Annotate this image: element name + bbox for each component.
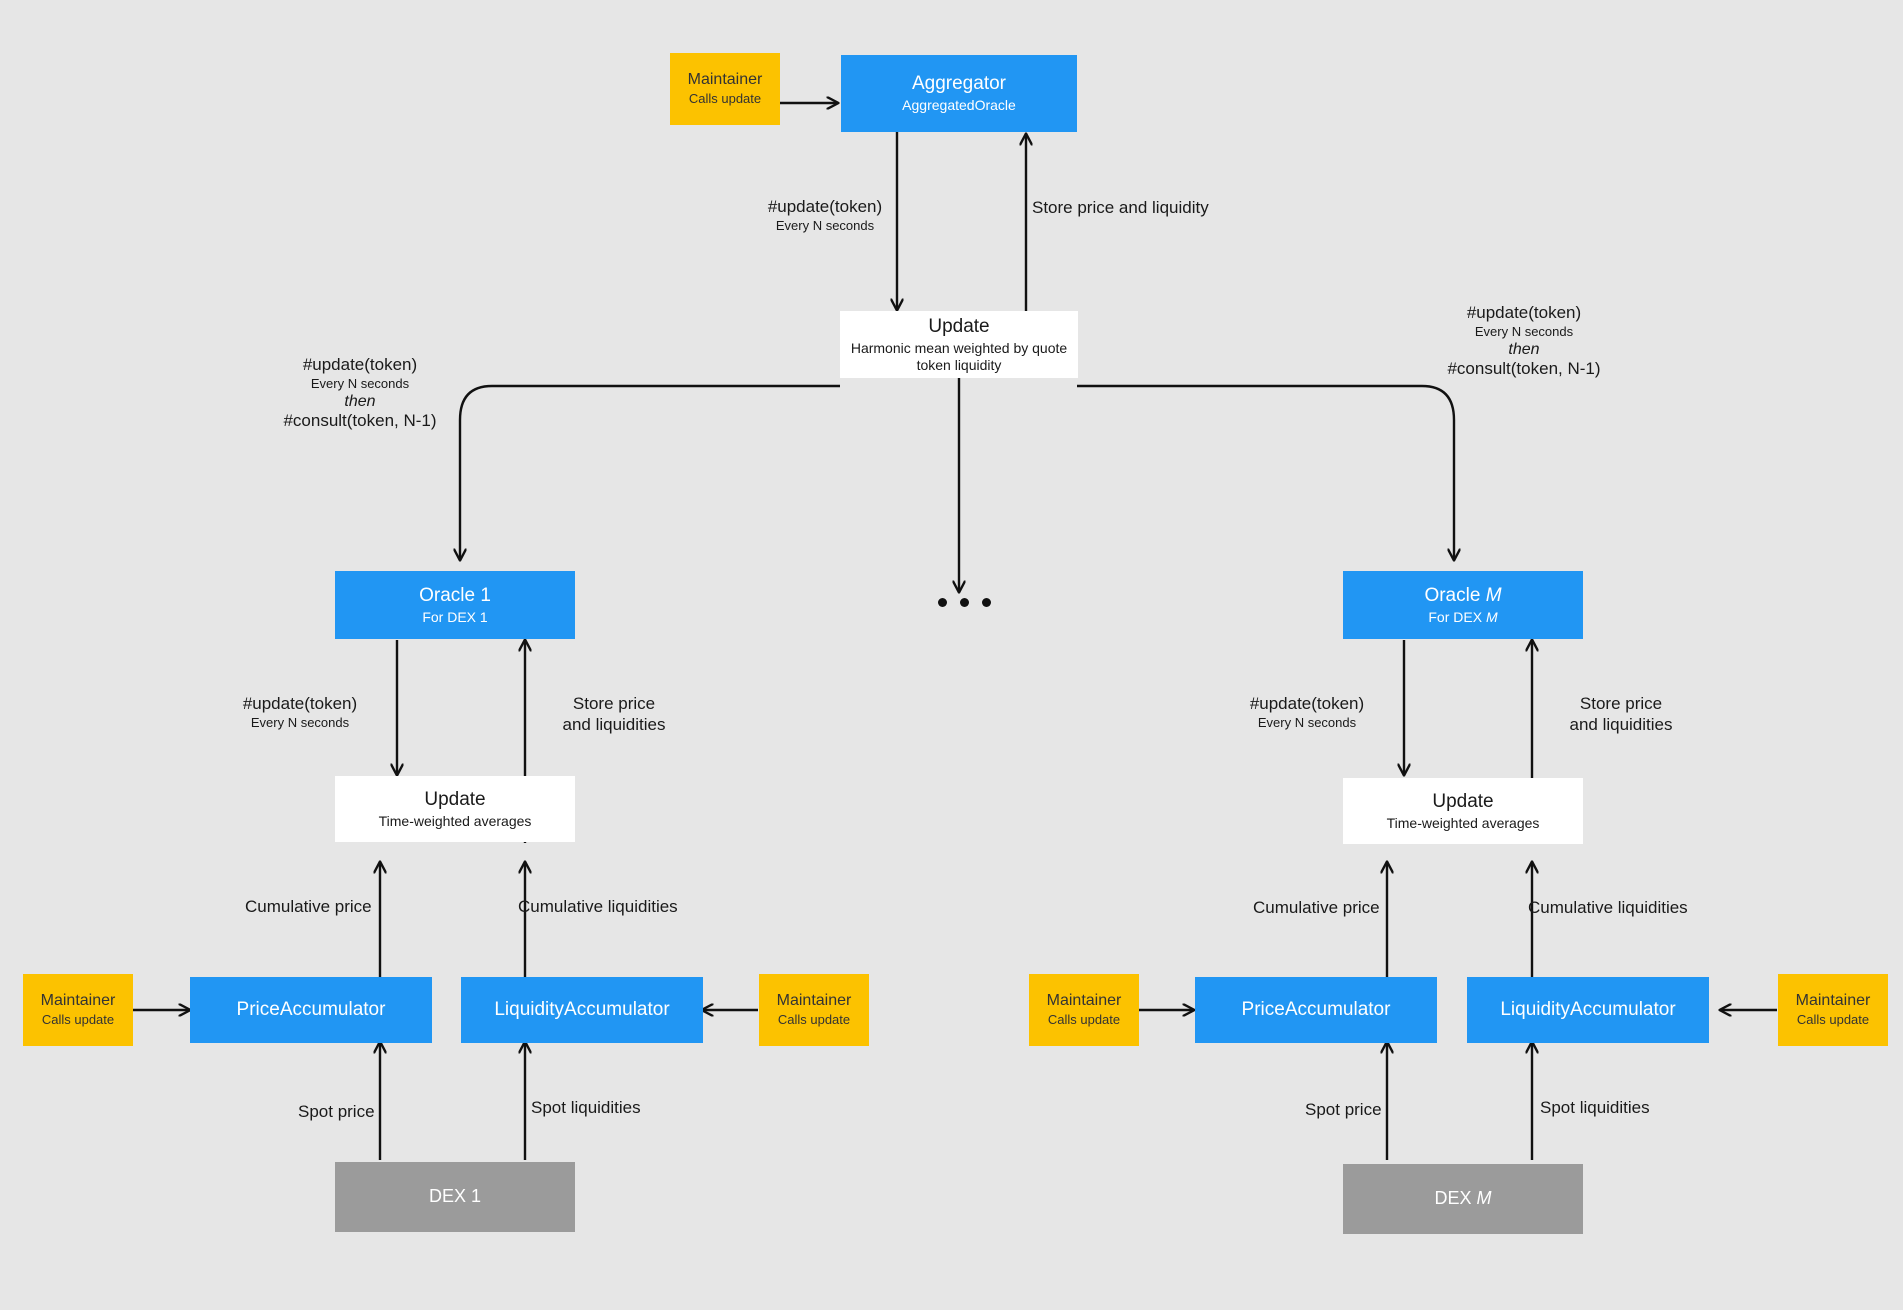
oracle-m-subtitle: For DEX M <box>1428 608 1498 625</box>
update-center-box[interactable]: Update Harmonic mean weighted by quote t… <box>840 311 1078 378</box>
maintainer-top-title: Maintainer <box>687 71 763 89</box>
label-cumulative-price-right: Cumulative price <box>1253 898 1380 917</box>
oracle-m-box[interactable]: Oracle M For DEX M <box>1343 571 1583 639</box>
update-left-title: Update <box>424 788 486 810</box>
liquidity-accumulator-right-box[interactable]: LiquidityAccumulator <box>1467 977 1709 1043</box>
maintainer-left-price-box[interactable]: Maintainer Calls update <box>23 974 133 1046</box>
label-cumulative-price-left: Cumulative price <box>245 897 372 916</box>
oracle-1-box[interactable]: Oracle 1 For DEX 1 <box>335 571 575 639</box>
oracle-m-title: Oracle M <box>1424 584 1502 606</box>
dot-icon <box>938 598 947 607</box>
update-center-subtitle: Harmonic mean weighted by quote token li… <box>850 340 1068 373</box>
dex-1-box[interactable]: DEX 1 <box>335 1162 575 1232</box>
dot-icon <box>960 598 969 607</box>
update-left-box[interactable]: Update Time-weighted averages <box>335 776 575 842</box>
label-branch-right: #update(token) Every N seconds then #con… <box>1447 303 1601 379</box>
maintainer-top-box[interactable]: Maintainer Calls update <box>670 53 780 125</box>
label-spot-price-right: Spot price <box>1305 1100 1382 1119</box>
update-left-subtitle: Time-weighted averages <box>378 812 532 829</box>
maintainer-right-liquidity-box[interactable]: Maintainer Calls update <box>1778 974 1888 1046</box>
oracle-1-title: Oracle 1 <box>419 584 491 606</box>
ellipsis-indicator <box>938 598 991 607</box>
maintainer-top-subtitle: Calls update <box>688 91 762 107</box>
update-center-title: Update <box>928 315 990 337</box>
price-accumulator-right-box[interactable]: PriceAccumulator <box>1195 977 1437 1043</box>
dex-m-title: DEX M <box>1434 1188 1492 1209</box>
label-spot-price-left: Spot price <box>298 1102 375 1121</box>
update-right-title: Update <box>1432 790 1494 812</box>
dex-1-title: DEX 1 <box>428 1186 482 1207</box>
aggregator-subtitle: AggregatedOracle <box>902 97 1016 114</box>
label-spot-liquidities-left: Spot liquidities <box>531 1098 641 1117</box>
aggregator-title: Aggregator <box>911 73 1006 95</box>
label-aggregator-update: #update(token) Every N seconds <box>767 197 883 233</box>
liquidity-accumulator-left-box[interactable]: LiquidityAccumulator <box>461 977 703 1043</box>
label-spot-liquidities-right: Spot liquidities <box>1540 1098 1650 1117</box>
label-oracle-update-left: #update(token) Every N seconds <box>242 694 358 730</box>
price-accumulator-left-box[interactable]: PriceAccumulator <box>190 977 432 1043</box>
label-aggregator-store: Store price and liquidity <box>1032 198 1209 217</box>
update-right-box[interactable]: Update Time-weighted averages <box>1343 778 1583 844</box>
wire-update-to-oracle-1 <box>460 384 840 560</box>
oracle-1-subtitle: For DEX 1 <box>422 608 488 625</box>
update-right-subtitle: Time-weighted averages <box>1386 814 1540 831</box>
label-cumulative-liquidities-left: Cumulative liquidities <box>518 897 678 916</box>
label-branch-left: #update(token) Every N seconds then #con… <box>283 355 437 431</box>
aggregator-box[interactable]: Aggregator AggregatedOracle <box>841 55 1077 132</box>
dot-icon <box>982 598 991 607</box>
label-cumulative-liquidities-right: Cumulative liquidities <box>1528 898 1688 917</box>
label-oracle-store-right: Store price and liquidities <box>1569 694 1673 734</box>
maintainer-left-liquidity-box[interactable]: Maintainer Calls update <box>759 974 869 1046</box>
wire-update-to-oracle-m <box>1077 384 1454 560</box>
dex-m-box[interactable]: DEX M <box>1343 1164 1583 1234</box>
maintainer-right-price-box[interactable]: Maintainer Calls update <box>1029 974 1139 1046</box>
label-oracle-store-left: Store price and liquidities <box>562 694 666 734</box>
label-oracle-update-right: #update(token) Every N seconds <box>1249 694 1365 730</box>
